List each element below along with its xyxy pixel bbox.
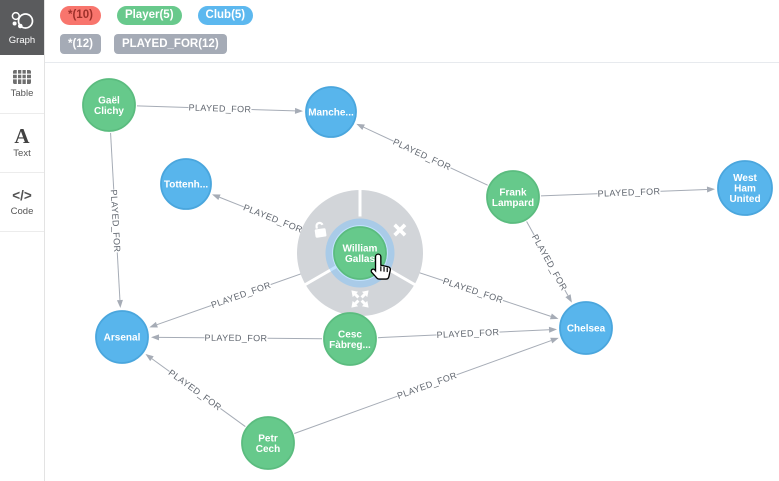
svg-text:PLAYED_FOR: PLAYED_FOR (436, 327, 499, 340)
svg-text:PLAYED_FOR: PLAYED_FOR (396, 370, 459, 401)
edge-lampard-chelsea[interactable]: PLAYED_FOR (526, 221, 572, 303)
graph-node-chelsea[interactable]: Chelsea (559, 301, 613, 355)
unlock-icon (314, 221, 327, 238)
edge-label: PLAYED_FOR (188, 102, 252, 115)
context-menu-unlock-segment[interactable] (296, 190, 360, 285)
node-caption: Arsenal (104, 333, 141, 344)
edge-petr-arsenal[interactable]: PLAYED_FOR (145, 354, 246, 427)
svg-text:PLAYED_FOR: PLAYED_FOR (109, 189, 123, 252)
code-icon: </> (12, 187, 32, 203)
node-caption: Tottenh... (164, 180, 208, 191)
graph-node-tottenham[interactable]: Tottenh... (160, 158, 212, 210)
edge-label: PLAYED_FOR (395, 369, 459, 402)
edge-cesc-arsenal[interactable]: PLAYED_FOR (150, 332, 323, 344)
svg-text:PLAYED_FOR: PLAYED_FOR (188, 103, 251, 115)
edge-lampard-manchester[interactable]: PLAYED_FOR (356, 123, 488, 186)
graph-node-manchester[interactable]: Manche... (305, 86, 357, 138)
graph-icon (11, 11, 34, 29)
legend-bar: *(10) Player(5) Club(5) *(12) PLAYED_FOR(12… (45, 0, 779, 63)
graph-node-arsenal[interactable]: Arsenal (95, 310, 149, 364)
edge-label: PLAYED_FOR (597, 185, 661, 200)
edge-lampard-westham[interactable]: PLAYED_FOR (540, 185, 716, 200)
sidebar-item-code[interactable]: </> Code (0, 173, 44, 232)
svg-text:PLAYED_FOR: PLAYED_FOR (210, 280, 273, 310)
context-menu-close-segment[interactable] (360, 190, 424, 285)
edge-label: PLAYED_FOR (241, 201, 305, 236)
view-sidebar: Graph Table A Text </> Code (0, 0, 45, 481)
sidebar-item-label: Code (10, 205, 34, 217)
edge-label: PLAYED_FOR (391, 136, 453, 173)
sidebar-item-text[interactable]: A Text (0, 114, 44, 173)
svg-text:PLAYED_FOR: PLAYED_FOR (530, 233, 569, 293)
node-caption: Chelsea (567, 324, 606, 335)
svg-text:PLAYED_FOR: PLAYED_FOR (242, 202, 304, 235)
rel-type-pill[interactable]: PLAYED_FOR(12) (113, 34, 227, 54)
svg-text:PLAYED_FOR: PLAYED_FOR (391, 137, 452, 173)
svg-text:PLAYED_FOR: PLAYED_FOR (167, 367, 224, 412)
edge-label: PLAYED_FOR (204, 332, 268, 344)
sidebar-item-label: Graph (8, 34, 36, 46)
edge-label: PLAYED_FOR (108, 189, 123, 253)
edge-label: PLAYED_FOR (209, 279, 273, 311)
edge-label: PLAYED_FOR (441, 275, 505, 306)
sidebar-item-graph[interactable]: Graph (0, 0, 44, 55)
edge-label: PLAYED_FOR (166, 367, 224, 413)
table-icon (13, 70, 31, 84)
sidebar-item-label: Text (13, 148, 31, 159)
svg-text:PLAYED_FOR: PLAYED_FOR (597, 186, 660, 198)
expand-icon (351, 290, 369, 308)
rel-type-pill[interactable]: *(12) (60, 34, 101, 54)
svg-text:PLAYED_FOR: PLAYED_FOR (205, 333, 268, 344)
node-label-pill[interactable]: Club(5) (197, 6, 254, 25)
edge-label: PLAYED_FOR (436, 326, 500, 341)
sidebar-item-label: Table (10, 88, 34, 99)
node-label-pill[interactable]: Player(5) (116, 6, 182, 25)
node-pill-row: *(10) Player(5) Club(5) (60, 6, 779, 25)
close-icon (393, 223, 407, 237)
edge-label: PLAYED_FOR (529, 232, 570, 293)
sidebar-item-table[interactable]: Table (0, 55, 44, 114)
node-caption: Manche... (308, 108, 354, 119)
hand-pointer-cursor (370, 253, 392, 280)
edge-clichy-manchester[interactable]: PLAYED_FOR (136, 102, 304, 115)
edge-clichy-arsenal[interactable]: PLAYED_FOR (108, 132, 123, 309)
rel-pill-row: *(12) PLAYED_FOR(12) (60, 34, 779, 54)
text-icon: A (14, 124, 30, 148)
node-label-pill[interactable]: *(10) (60, 6, 101, 25)
edge-cesc-chelsea[interactable]: PLAYED_FOR (377, 326, 558, 341)
svg-text:PLAYED_FOR: PLAYED_FOR (442, 276, 505, 305)
